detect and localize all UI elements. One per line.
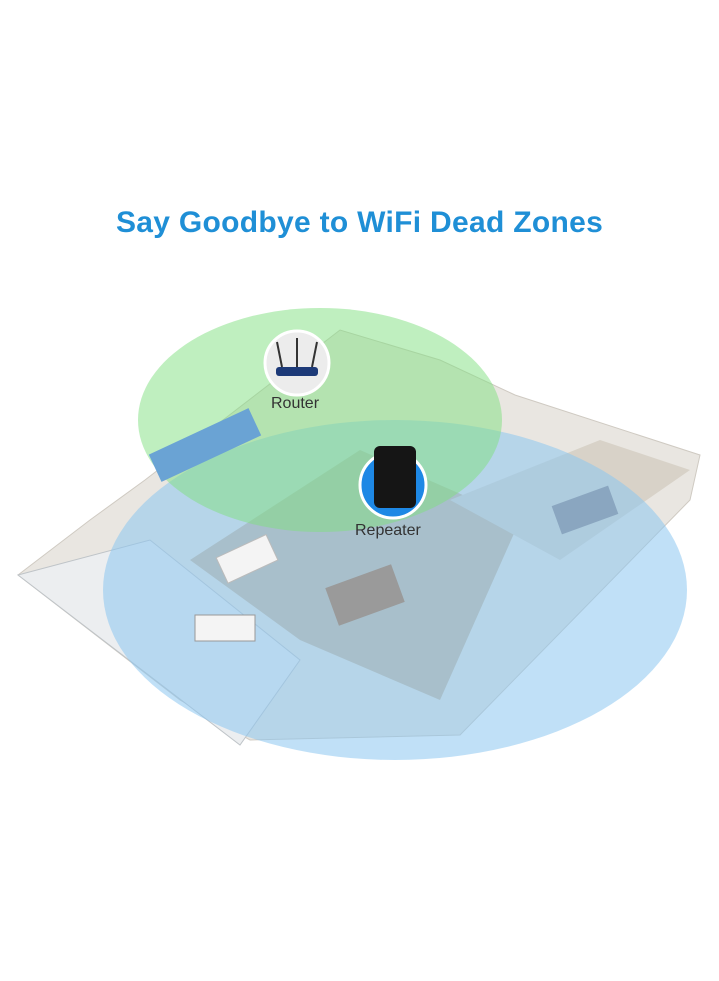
bed bbox=[325, 564, 405, 626]
sofa bbox=[194, 614, 256, 642]
bed bbox=[551, 485, 619, 535]
sofa bbox=[215, 533, 279, 584]
repeater-label: Repeater bbox=[355, 522, 421, 539]
kitchen-counter bbox=[148, 408, 262, 482]
repeater-icon bbox=[374, 446, 416, 508]
router-label: Router bbox=[271, 395, 320, 412]
headline: Say Goodbye to WiFi Dead Zones bbox=[115, 206, 604, 239]
router-icon bbox=[276, 338, 318, 376]
